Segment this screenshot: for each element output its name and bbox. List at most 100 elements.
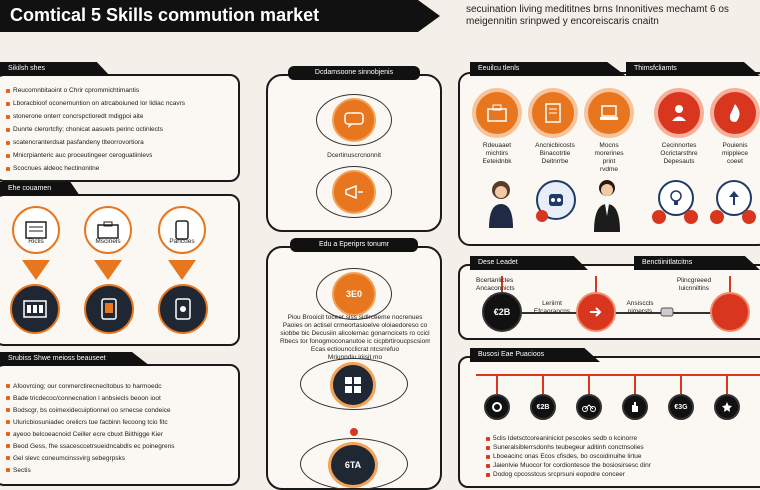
arrow-down-icon <box>168 260 196 280</box>
benefit-label: Plincgreeed luicnniltins <box>676 277 712 292</box>
page-title: Comtical 5 Skills commution market <box>10 5 320 25</box>
connector-line <box>634 374 636 394</box>
icon-label: Riclis <box>28 238 44 245</box>
list-item: scatencranterdsat pasfandeny tlteorrovor… <box>6 136 232 149</box>
capability-label: Pouienis mipplece coeet <box>721 142 748 165</box>
grid-icon <box>330 362 376 408</box>
list-item: Scocnues aldeoc hectinonitne <box>6 162 232 175</box>
phone-icon <box>158 206 206 254</box>
laptop-icon <box>584 88 634 138</box>
list-item: Afoovrcing; our conmerctirecnecltobus to… <box>6 380 232 392</box>
business-list: Afoovrcing; our conmerctirecnecltobus to… <box>6 380 232 476</box>
connector-line <box>588 374 590 394</box>
ring-outline <box>316 166 392 218</box>
gear-icon <box>484 394 510 420</box>
list-item: stonerone onterr concrspctioredt mdigpoi… <box>6 110 232 123</box>
ring-outline <box>300 358 408 410</box>
value-badge: 3E0 <box>332 272 376 316</box>
skills-tab: Sikilsh shes <box>0 62 110 76</box>
arrow-down-icon <box>22 260 50 280</box>
experience-text: Piou Brooicit toceer siss sidlrceeme noc… <box>280 314 430 361</box>
benefit-label: Leriirnt Efcaoraocns <box>533 300 571 315</box>
benefits-tab: Dese Leadet <box>470 256 588 270</box>
connector-line <box>500 312 740 314</box>
list-item: Dunrte clerortcfiy; chonicat aasuets per… <box>6 123 232 136</box>
connector-dot <box>710 210 724 224</box>
list-item: Jaienlvie Muocor for cordiontesce the bo… <box>486 461 758 470</box>
capabilities-tab-2: Thimsfcliamts <box>626 62 760 76</box>
benefits-tab-2: Benctiinitlatcitns <box>634 256 760 270</box>
hand-icon <box>622 394 648 420</box>
list-item: Reucomnbitaoint o Chrir cprommichtimanti… <box>6 84 232 97</box>
process-list: 5clis Idetsctcoreaniniciot pescoles sedb… <box>486 434 758 479</box>
connector-dot <box>536 210 548 222</box>
communication-tab: Dcdamsoone sinnobjenis <box>288 66 420 80</box>
key-icon <box>660 306 674 318</box>
connector-line <box>501 276 503 292</box>
arrow-icon <box>576 292 616 332</box>
chart-icon: 6TA <box>328 442 378 488</box>
connector-dot <box>684 210 698 224</box>
megaphone-icon <box>332 170 376 214</box>
connector-dot <box>652 210 666 224</box>
server-icon <box>10 284 60 334</box>
connector-line <box>680 374 682 394</box>
list-item: Mnicrpianteric auc proceutingeer cerogua… <box>6 149 232 162</box>
star-icon <box>714 394 740 420</box>
list-item: Beod Gess, fhe ssacesccetrsueidncabdls e… <box>6 440 232 452</box>
bike-icon <box>576 394 602 420</box>
list-item: Sectis <box>6 464 232 476</box>
ring-outline <box>316 94 392 146</box>
process-panel <box>458 356 760 488</box>
node-value: €2B <box>530 394 556 420</box>
document-icon <box>12 206 60 254</box>
experience-tab: Edu a Eperiprs tonumr <box>290 238 418 252</box>
woman-icon <box>486 178 516 228</box>
businessman-icon <box>592 176 622 232</box>
connector-line <box>729 276 731 292</box>
arrow-down-icon <box>94 260 122 280</box>
connector-line <box>726 374 728 394</box>
flow-caption: Dcertinuscrcnonnit <box>327 152 381 159</box>
connector-line <box>542 374 544 394</box>
benefit-label: Ansisccls nimersts <box>626 300 654 315</box>
connector-line <box>595 276 597 292</box>
capability-label: Ancnicbicosts Binacotrtie Deitnrrbe <box>535 142 575 165</box>
title-banner <box>0 0 440 32</box>
connector-line <box>476 374 760 376</box>
list-item: Uluricbiosuniadec orelicrs tue facbinn f… <box>6 416 232 428</box>
list-item: 5clis Idetsctcoreaniniciot pescoles sedb… <box>486 434 758 443</box>
process-tab: Busosi Eae Puacioos <box>470 348 600 362</box>
capabilities-tab: Eeuilcu tlenls <box>470 62 626 76</box>
node-value: €2B <box>482 292 522 332</box>
devices-tab: Ehe couamen <box>0 182 80 196</box>
business-tab: Srubiss Shwe meioss beauseet <box>0 352 150 366</box>
capability-label: Cecinnortes Ocrictarsthre Depesauts <box>660 142 698 165</box>
connector-line <box>496 374 498 394</box>
document-icon <box>528 88 578 138</box>
list-item: Suneralsiblerrsdonhs teubegeur aditinh c… <box>486 443 758 452</box>
icon-label: Pancues <box>169 238 195 245</box>
briefcase-icon <box>84 206 132 254</box>
benefit-label: Bcertanlictes Ancaconnicts <box>476 277 515 292</box>
tablet-icon <box>84 284 134 334</box>
chat-icon <box>332 98 376 142</box>
list-item: ayeoo belcoeacnoid Ceiller ecre cbuxt Bi… <box>6 428 232 440</box>
flame-icon <box>710 88 760 138</box>
list-item: Dodog cpcosstcus srcprsuni eopodre conce… <box>486 470 758 479</box>
list-item: Gel slevc coneumcinssvirg sebegrpsks <box>6 452 232 464</box>
capability-label: Rdeuaaet michtirs Eeteidnbk <box>482 142 512 165</box>
list-item: Bade tricdecoc/connecnation l anbsiecls … <box>6 392 232 404</box>
robot-icon <box>536 180 576 220</box>
list-item: Lboracbioof oconernuntion on atrcaboiune… <box>6 97 232 110</box>
skills-panel <box>0 74 240 182</box>
list-item: Lboeacinc onas Ecos cfisdes, bo oscoidin… <box>486 452 758 461</box>
list-item: Bodscgr, bs coimexidecuiptionnel oo srne… <box>6 404 232 416</box>
capability-label: Mocns morerines print rvdme <box>594 142 624 173</box>
node-value: €3G <box>668 394 694 420</box>
ring-outline <box>316 268 392 320</box>
page-subtitle: secuination living medititnes brns Innon… <box>466 4 729 27</box>
phone-icon <box>158 284 208 334</box>
connector-dot <box>350 428 358 436</box>
connector-dot <box>742 210 756 224</box>
